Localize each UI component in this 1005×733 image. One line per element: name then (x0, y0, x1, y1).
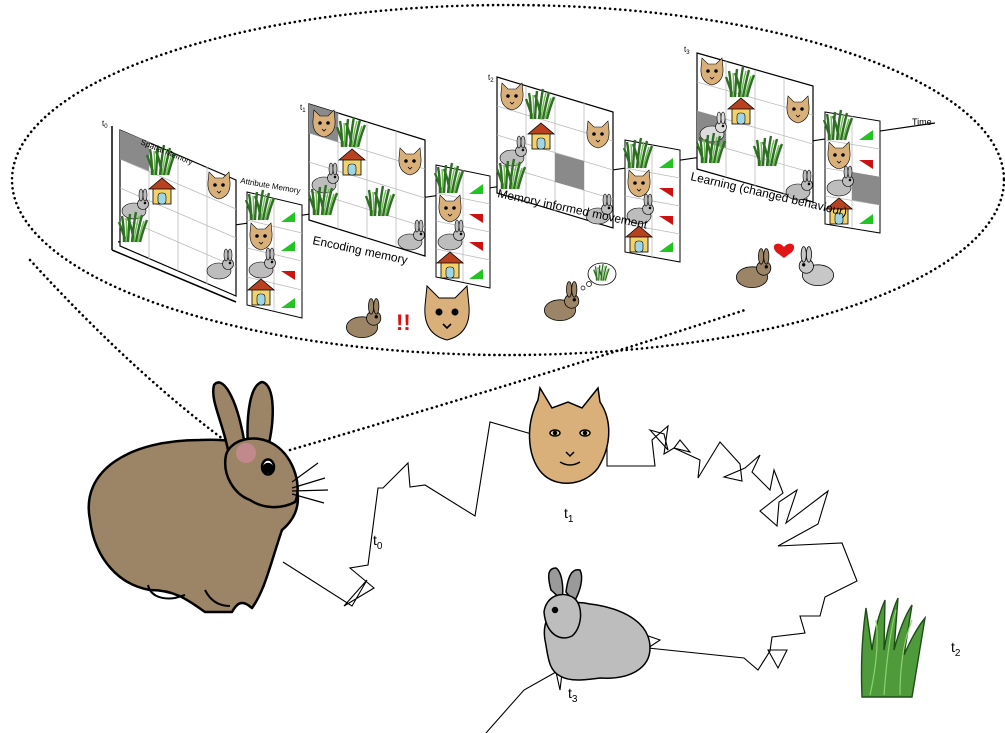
time-label: Time (912, 117, 932, 127)
grass-illustration (860, 597, 927, 698)
whiskers (291, 462, 329, 504)
lynx-icon (423, 285, 471, 341)
panel-time-t2: t2 (488, 73, 494, 84)
hare-icon (345, 297, 382, 339)
panel-t3: t3 (684, 45, 814, 203)
path-time-t0: t0 (373, 532, 383, 552)
hare-icon (798, 245, 835, 287)
heart-icon (773, 243, 795, 258)
attribute-memory-t3 (822, 108, 881, 234)
panel-t1: t1 (300, 103, 426, 257)
panel-time-t3: t3 (684, 45, 690, 56)
hare-icon (735, 247, 772, 289)
path-time-t2: t2 (951, 639, 961, 659)
panel-t0: t0 Spatial Memory (102, 119, 237, 303)
attribute-memory-t2 (622, 136, 681, 263)
path-time-t3: t3 (568, 685, 578, 705)
lynx-illustration (528, 385, 610, 484)
attribute-memory-t0: Attribute Memory (240, 176, 303, 319)
connector-line-left (28, 258, 240, 452)
memory-ellipse (10, 3, 1005, 357)
thought-bubble-icon (580, 262, 617, 291)
panel-t2: t2 (488, 73, 614, 229)
connector-line-right (288, 308, 747, 452)
path-loops (648, 428, 788, 670)
panel-time-t0: t0 (102, 119, 108, 130)
grey-hare-illustration (543, 567, 651, 681)
hare-icon (543, 280, 580, 322)
movement-path (282, 411, 858, 733)
alert-marks: !! (396, 310, 411, 335)
brown-hare-illustration (87, 380, 300, 614)
attribute-memory-t1 (433, 161, 491, 289)
path-time-t1: t1 (564, 505, 574, 525)
panel-time-t1: t1 (300, 103, 306, 114)
